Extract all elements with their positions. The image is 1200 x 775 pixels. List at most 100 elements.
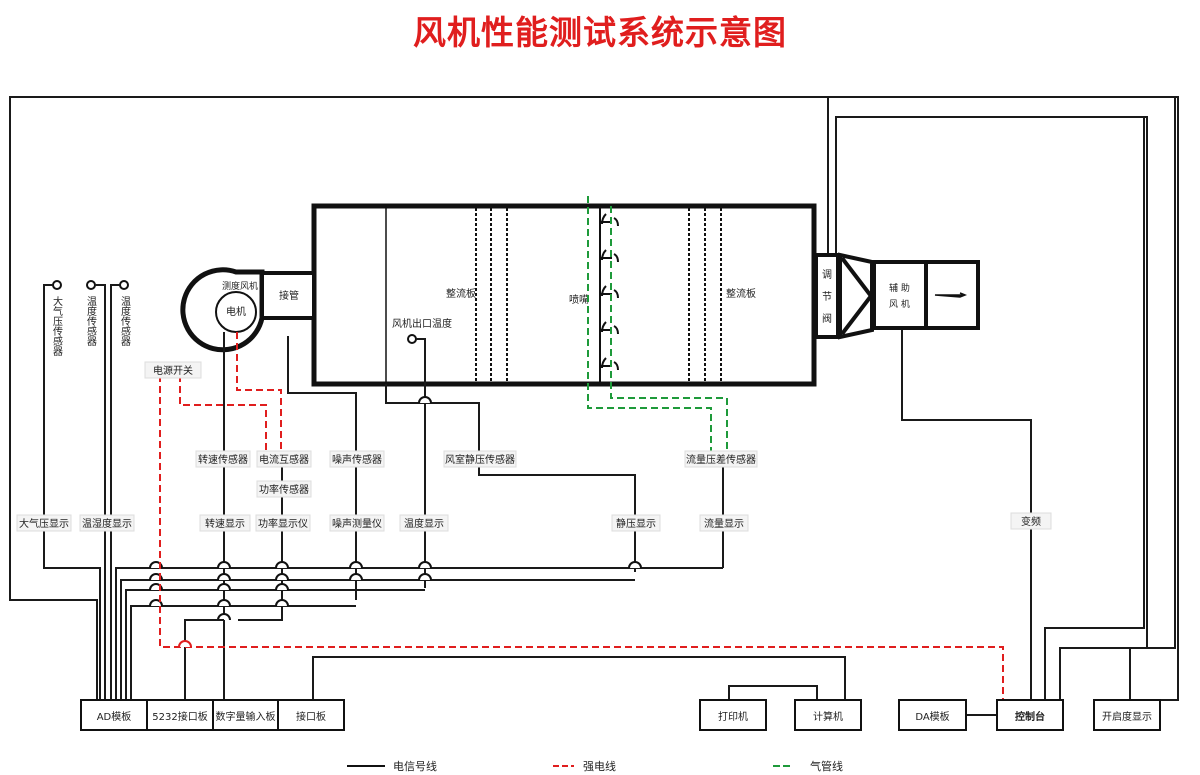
speed-sensor-label-bg: [195, 450, 251, 468]
power-hump: [178, 640, 192, 648]
aux-fan-label-2: 风 机: [889, 298, 910, 310]
power-meter-label-text: 功率显示仪: [258, 517, 308, 530]
temp-sensor-2-wire: [110, 284, 120, 700]
vfd-label-text: 变频: [1021, 515, 1041, 528]
temp-display-label-text: 温度显示: [404, 517, 444, 530]
chamber-static-sensor-label-bg: [443, 450, 517, 468]
connector-pipe: [260, 271, 316, 320]
ad-board-label: AD模板: [97, 710, 132, 723]
opening-display-box: 开启度显示: [1093, 699, 1161, 731]
static-display-label-bg: [611, 514, 661, 532]
rs232-board: 5232接口板: [146, 699, 214, 731]
console-loop-b: [835, 116, 1148, 700]
current-transformer-label-text: 电流互感器: [259, 453, 309, 466]
atm-sensor-wire: [43, 284, 101, 700]
speed-display-label: 转速显示: [199, 514, 251, 532]
noise-meter-label: 噪声测量仪: [329, 514, 385, 532]
console-box: 控制台: [996, 699, 1064, 731]
outlet-temp-label: 风机出口温度: [392, 317, 452, 330]
flow-plate-2-label: 整流板: [726, 287, 756, 300]
power-switch-label-bg: [144, 361, 202, 379]
valve-label-1: 调: [822, 269, 832, 281]
interface-board-frame: [277, 699, 345, 731]
bus-1: [115, 567, 723, 700]
noise-sensor-label-text: 噪声传感器: [332, 453, 382, 466]
bus-3: [125, 589, 425, 700]
flow-dp-sensor-label-text: 流量压差传感器: [686, 453, 756, 466]
aux-fan-label-1: 辅 助: [889, 282, 910, 294]
power-switch-label-text: 电源开关: [153, 364, 193, 377]
vfd-label: 变频: [1010, 512, 1052, 530]
static-wire: [385, 384, 636, 572]
digital-input-board-frame: [212, 699, 279, 731]
printer-box: 打印机: [699, 699, 767, 731]
console-box-frame: [996, 699, 1064, 731]
digital-input-board-label: 数字量输入板: [216, 710, 276, 723]
atm-display-label-text: 大气压显示: [19, 517, 69, 530]
atm-sensor-label: 大气压传感器: [51, 295, 63, 357]
air-tube-2: [610, 206, 728, 452]
printer-box-label: 打印机: [718, 710, 748, 723]
aux-fan-vfd-wire: [901, 330, 1032, 700]
speed-sensor-label-text: 转速传感器: [198, 453, 248, 466]
legend-signal-label: 电信号线: [393, 759, 437, 773]
temp-sensor-2-probe: [119, 280, 129, 290]
flow-arrow-icon: [934, 292, 968, 298]
noise-meter-label-text: 噪声测量仪: [332, 517, 382, 530]
power-meter-label: 功率显示仪: [255, 514, 311, 532]
flow-display-label: 流量显示: [699, 514, 749, 532]
static-display-label: 静压显示: [611, 514, 661, 532]
noise-sensor-label-bg: [329, 450, 385, 468]
power-sensor-label-bg: [256, 480, 312, 498]
flow-display-label-text: 流量显示: [704, 517, 744, 530]
opening-display-box-label: 开启度显示: [1102, 710, 1152, 723]
current-transformer-label-bg: [256, 450, 312, 468]
chamber-static-sensor-label-text: 风室静压传感器: [445, 453, 515, 466]
legend-power-label: 强电线: [583, 759, 616, 773]
speed-display-label-text: 转速显示: [205, 517, 245, 530]
flow-plate-1-label: 整流板: [446, 287, 476, 300]
noise-sensor-wire: [287, 336, 357, 600]
interface-board-label: 接口板: [296, 710, 326, 723]
power-meter-label-bg: [255, 514, 311, 532]
rs232-board-frame: [146, 699, 214, 731]
air-tube-1: [587, 196, 712, 452]
nozzle-array: [600, 213, 619, 371]
temp-sensor-1-probe: [86, 280, 96, 290]
humidity-display-label-bg: [79, 514, 135, 532]
printer-box-frame: [699, 699, 767, 731]
temp-sensor-1-label: 温度传感器: [85, 296, 97, 347]
atm-display-label: 大气压显示: [16, 514, 72, 532]
temp-display-label-bg: [399, 514, 449, 532]
chamber-static-sensor-label: 风室静压传感器: [443, 450, 517, 468]
power-line-main: [159, 375, 1004, 700]
computer-box-label: 计算机: [813, 710, 843, 723]
temp-sensor-2-label: 温度传感器: [119, 296, 131, 347]
motor-label: 电机: [226, 305, 246, 318]
rs232-board-label: 5232接口板: [152, 710, 207, 723]
power-sensor-label-text: 功率传感器: [259, 483, 309, 496]
temp-display-label: 温度显示: [399, 514, 449, 532]
printer-computer-wire: [728, 685, 818, 700]
computer-box-frame: [794, 699, 862, 731]
vfd-label-bg: [1010, 512, 1052, 530]
power-switch-label: 电源开关: [144, 361, 202, 379]
humidity-display-label-text: 温湿度显示: [82, 517, 132, 530]
flow-dp-sensor-label-bg: [684, 450, 758, 468]
temp-wire: [416, 338, 426, 588]
noise-sensor-label: 噪声传感器: [329, 450, 385, 468]
valve-label-2: 节: [822, 291, 832, 303]
outlet-temp-probe: [407, 334, 417, 344]
console-loop-c: [1044, 117, 1145, 700]
power-sensor-label: 功率传感器: [256, 480, 312, 498]
opening-display-box-frame: [1093, 699, 1161, 731]
current-transformer-label: 电流互感器: [256, 450, 312, 468]
static-display-label-text: 静压显示: [616, 517, 656, 530]
da-board-label: DA模板: [915, 710, 949, 723]
noise-meter-label-bg: [329, 514, 385, 532]
humidity-display-label: 温湿度显示: [79, 514, 135, 532]
speed-sensor-label: 转速传感器: [195, 450, 251, 468]
flow-display-label-bg: [699, 514, 749, 532]
aux-fan-outlet: [924, 260, 980, 330]
